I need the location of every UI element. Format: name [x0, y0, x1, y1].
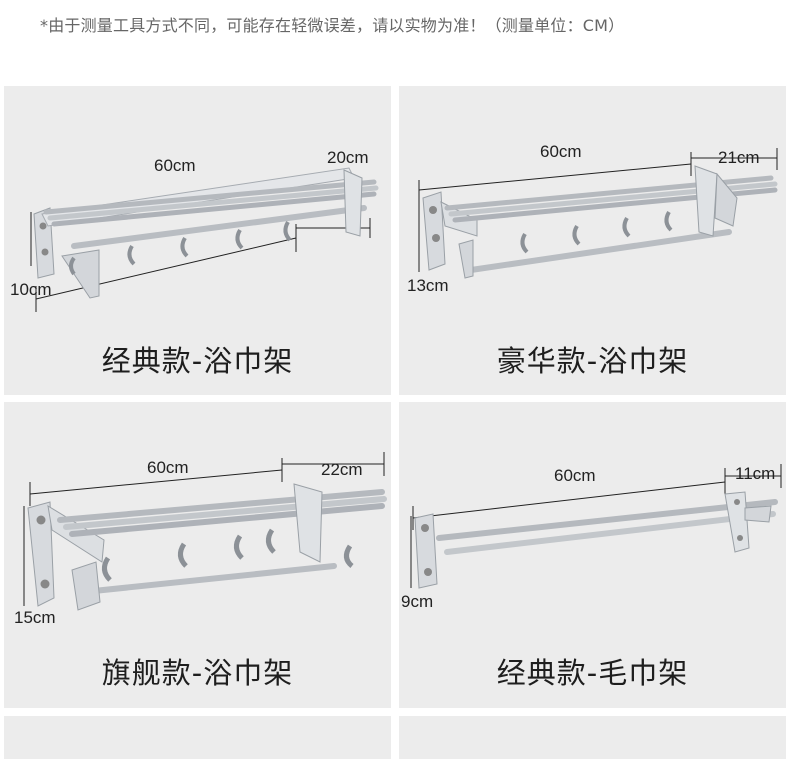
height-dimension: 13cm — [407, 276, 449, 295]
product-card-classic-towel-bar: 60cm 11cm 9cm 经典款-毛巾架 — [399, 402, 786, 708]
product-title: 经典款-浴巾架 — [101, 344, 294, 378]
width-dimension: 60cm — [540, 142, 582, 161]
classic-towel-bar-image — [410, 464, 782, 589]
deluxe-bath-towel-rack-image — [418, 148, 778, 279]
product-card-classic-bath-towel-rack: 60cm 20cm 10cm 经典款-浴巾架 — [4, 86, 391, 395]
depth-dimension: 21cm — [718, 148, 760, 167]
width-dimension: 60cm — [154, 156, 196, 175]
classic-bath-towel-rack-image — [30, 167, 379, 312]
width-dimension: 60cm — [147, 458, 189, 477]
depth-dimension: 11cm — [735, 464, 776, 483]
product-title: 豪华款-浴巾架 — [496, 344, 689, 378]
product-title: 经典款-毛巾架 — [496, 656, 689, 690]
width-dimension: 60cm — [554, 466, 596, 485]
height-dimension: 9cm — [401, 592, 434, 611]
product-card-partial — [399, 716, 786, 759]
depth-dimension: 20cm — [327, 148, 369, 167]
product-card-flagship-bath-towel-rack: 60cm 22cm 15cm 旗舰款-浴巾架 — [4, 402, 391, 708]
depth-dimension: 22cm — [321, 460, 363, 479]
product-card-deluxe-bath-towel-rack: 60cm 21cm 13cm 豪华款-浴巾架 — [399, 86, 786, 395]
measurement-disclaimer: *由于测量工具方式不同，可能存在轻微误差，请以实物为准！（测量单位：CM） — [40, 16, 625, 35]
product-title: 旗舰款-浴巾架 — [101, 656, 294, 690]
height-dimension: 10cm — [10, 280, 52, 299]
height-dimension: 15cm — [14, 608, 56, 627]
product-card-partial — [4, 716, 391, 759]
flagship-bath-towel-rack-image — [23, 452, 387, 611]
